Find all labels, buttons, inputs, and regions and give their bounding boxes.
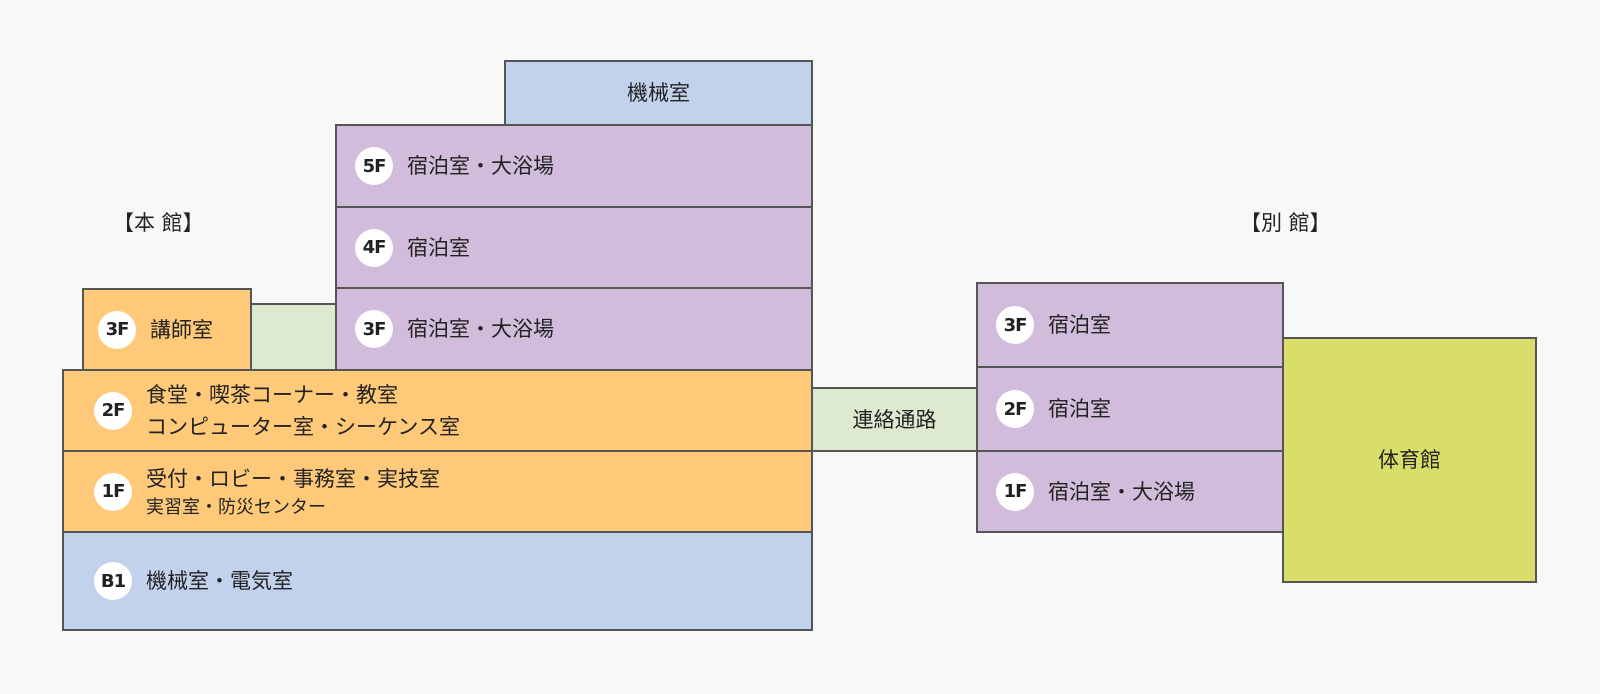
annex-floor-1f: 1F 宿泊室・大浴場 <box>976 450 1284 533</box>
main-floor-4f: 4F 宿泊室 <box>335 206 813 289</box>
main-floor-1f: 1F 受付・ロビー・事務室・実技室 実習室・防災センター <box>62 450 813 533</box>
floor-2f-line1: 食堂・喫茶コーナー・教室 <box>146 382 398 407</box>
floor-3f-left-label: 講師室 <box>150 317 213 342</box>
main-floor-3f-right: 3F 宿泊室・大浴場 <box>335 287 813 371</box>
connector-corridor: 連絡通路 <box>811 387 978 452</box>
main-floor-5f: 5F 宿泊室・大浴場 <box>335 124 813 208</box>
annex-1f-label: 宿泊室・大浴場 <box>1048 479 1195 504</box>
gymnasium-label: 体育館 <box>1378 448 1441 472</box>
annex-badge-2f: 2F <box>996 390 1034 428</box>
floor-2f-line2: コンピューター室・シーケンス室 <box>146 414 460 439</box>
floor-5f-label: 宿泊室・大浴場 <box>407 154 554 178</box>
floor-badge-4f: 4F <box>355 228 393 267</box>
main-floor-3f-left: 3F 講師室 <box>82 288 252 371</box>
floor-badge-1f: 1F <box>94 472 132 511</box>
floor-badge-b1: B1 <box>94 562 132 600</box>
rooftop-label: 機械室 <box>627 81 690 105</box>
annex-2f-label: 宿泊室 <box>1048 397 1111 421</box>
main-floor-2f: 2F 食堂・喫茶コーナー・教室 コンピューター室・シーケンス室 <box>62 369 813 452</box>
rooftop-machine-room: 機械室 <box>504 60 813 126</box>
floor-badge-2f: 2F <box>94 391 132 430</box>
floor-badge-3f-left: 3F <box>98 310 136 349</box>
annex-badge-1f: 1F <box>996 472 1034 511</box>
annex-floor-2f: 2F 宿泊室 <box>976 366 1284 452</box>
annex-gymnasium: 体育館 <box>1282 337 1537 583</box>
main-floor-b1: B1 機械室・電気室 <box>62 531 813 631</box>
connector-label: 連絡通路 <box>852 407 937 432</box>
main-building-title: 【本 館】 <box>113 211 204 235</box>
floor-1f-line2: 実習室・防災センター <box>146 496 326 518</box>
floor-b1-label: 機械室・電気室 <box>146 569 293 593</box>
annex-badge-3f: 3F <box>996 306 1034 344</box>
annex-3f-label: 宿泊室 <box>1048 313 1111 337</box>
floor-badge-3f: 3F <box>355 310 393 348</box>
floor-4f-label: 宿泊室 <box>407 235 470 260</box>
main-3f-link <box>250 303 337 371</box>
floor-badge-5f: 5F <box>355 147 393 185</box>
floor-1f-line1: 受付・ロビー・事務室・実技室 <box>146 466 440 491</box>
annex-floor-3f: 3F 宿泊室 <box>976 282 1284 368</box>
annex-building-title: 【別 館】 <box>1240 211 1331 235</box>
floor-3f-right-label: 宿泊室・大浴場 <box>407 317 554 341</box>
